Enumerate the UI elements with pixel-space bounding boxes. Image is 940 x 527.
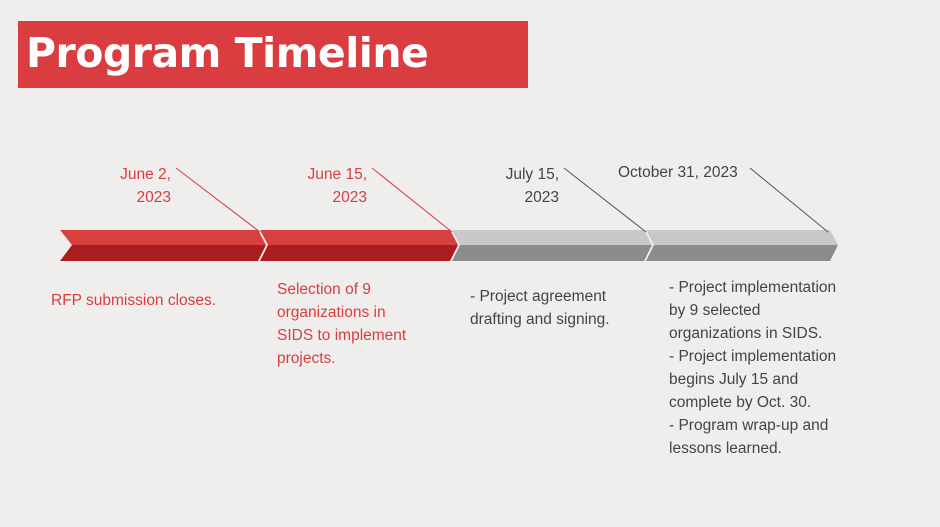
milestone-description-2: Selection of 9 organizations in SIDS to …	[277, 281, 407, 367]
milestone-description-1: RFP submission closes.	[51, 292, 217, 309]
timeline-segment-2	[260, 230, 458, 261]
milestone-date-3: July 15, 2023	[505, 166, 559, 206]
leader-line-3	[563, 167, 647, 233]
milestone-date-1: June 2, 2023	[120, 166, 171, 206]
milestone-date-4: October 31, 2023	[618, 164, 738, 181]
page-title: Program Timeline	[26, 29, 429, 77]
timeline-segment-1	[60, 230, 266, 261]
timeline-segment-4	[646, 230, 838, 261]
leader-line-4	[749, 167, 829, 233]
leader-line-1	[175, 167, 261, 233]
milestone-description-3: - Project agreement drafting and signing…	[470, 288, 610, 328]
milestone-description-4: - Project implementation by 9 selected o…	[669, 279, 837, 457]
milestone-date-2: June 15, 2023	[307, 166, 367, 206]
timeline-segment-3	[452, 230, 652, 261]
leader-line-2	[371, 167, 453, 233]
title-banner: Program Timeline	[18, 21, 528, 88]
